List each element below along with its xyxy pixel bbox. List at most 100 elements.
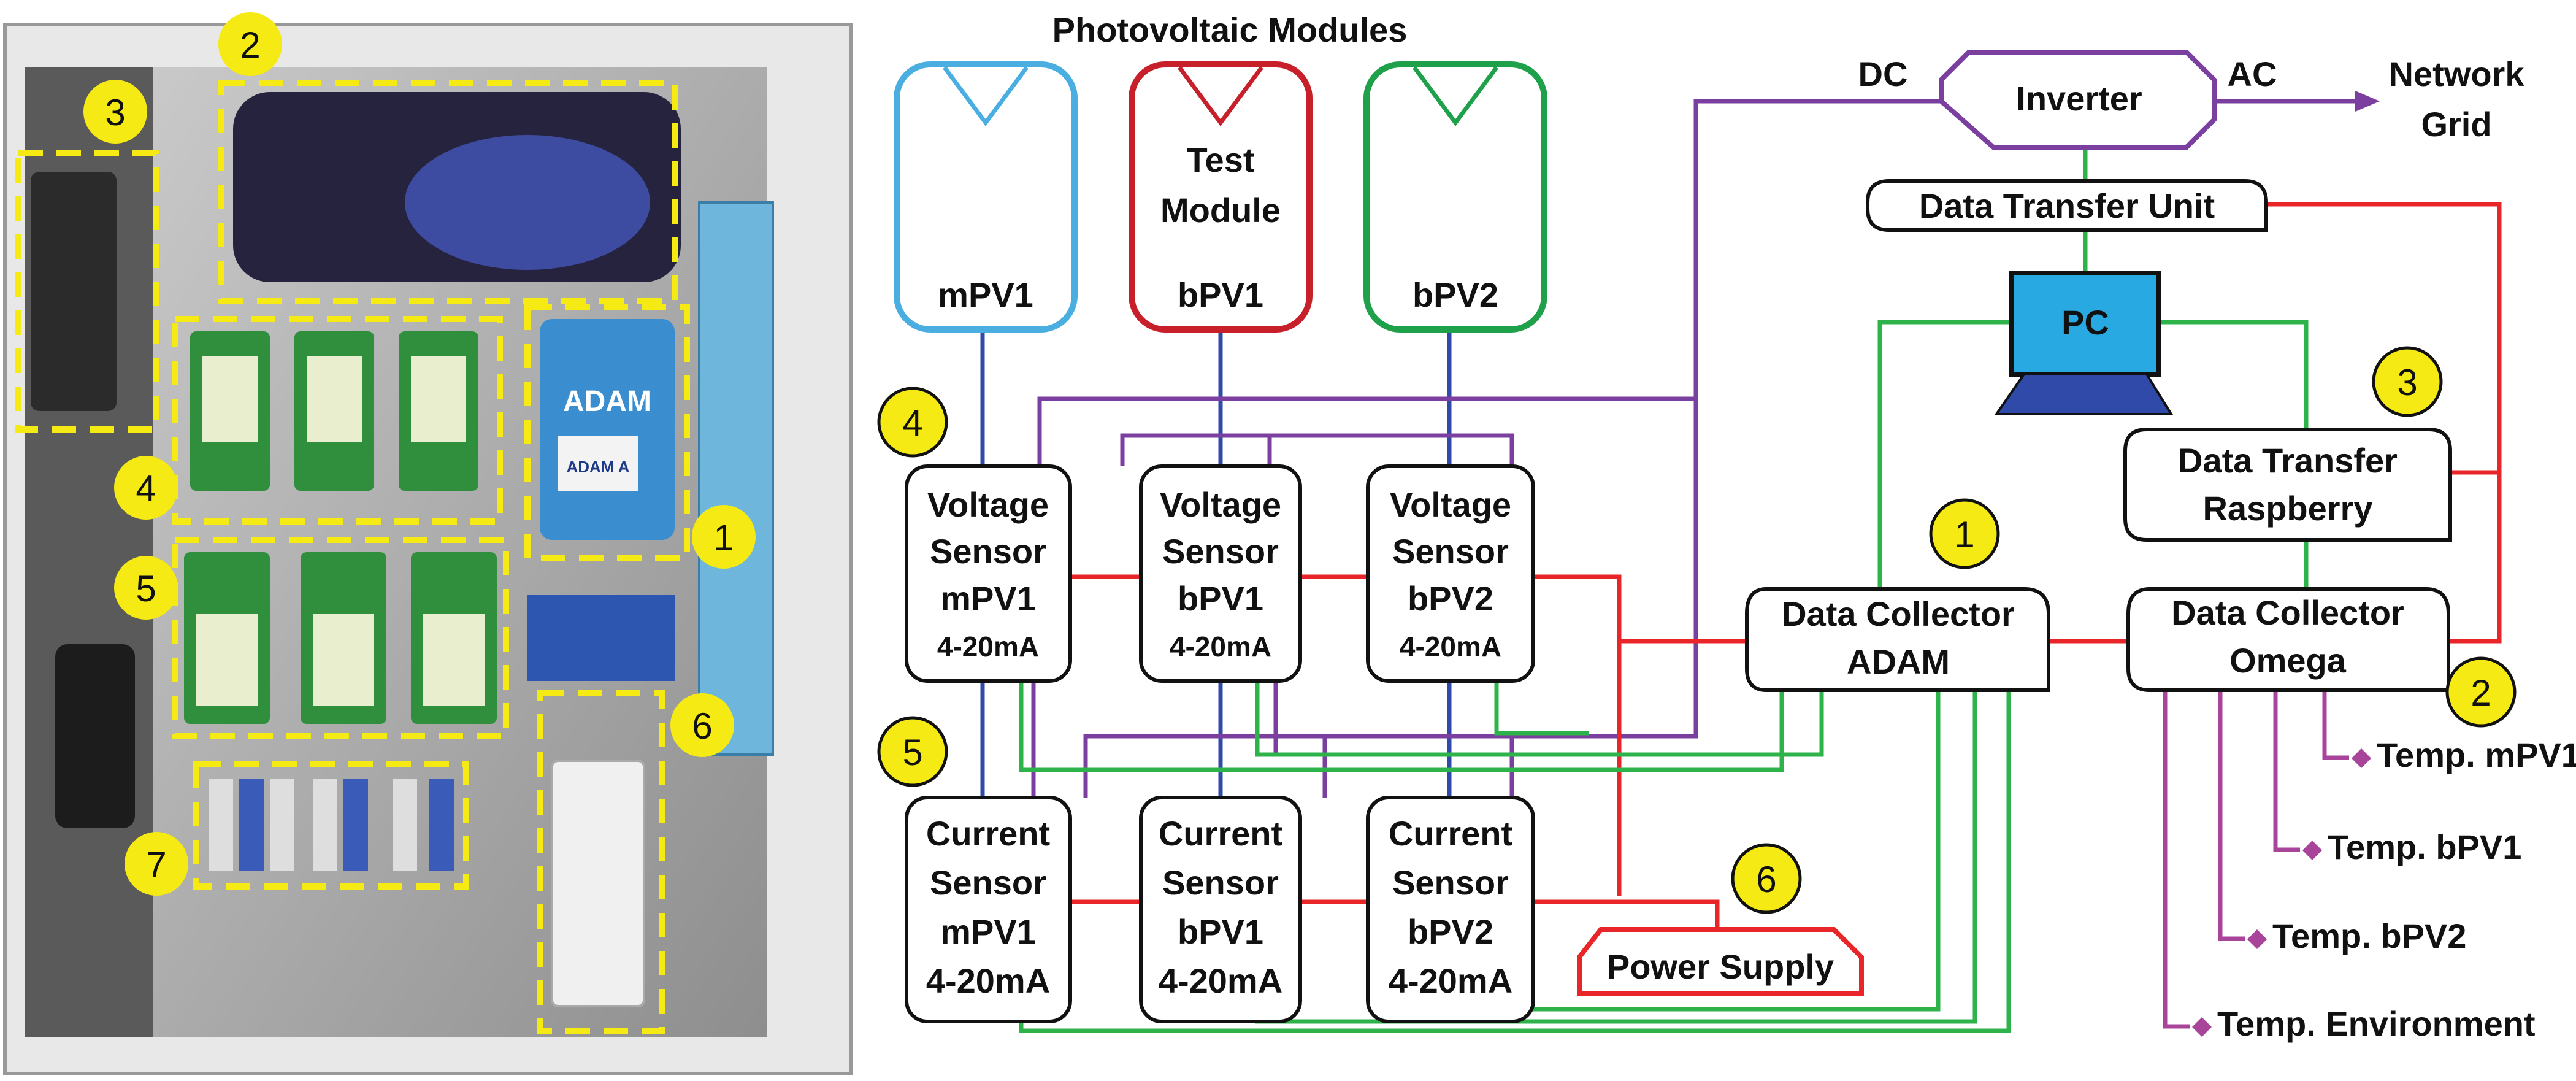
temp-label-bpv1: Temp. bPV1	[2328, 828, 2521, 866]
diagram-title: Photovoltaic Modules	[1052, 10, 1408, 49]
current-sensor-bpv1: Current Sensor bPV1 4-20mA	[1139, 796, 1302, 1023]
svg-text:Voltage: Voltage	[1160, 485, 1281, 524]
svg-text:Sensor: Sensor	[1392, 532, 1509, 571]
sensor-signal-bus	[1070, 202, 2502, 929]
highlight-box-1	[524, 304, 690, 561]
highlight-box-6	[537, 690, 665, 1034]
svg-text:5: 5	[902, 732, 922, 773]
terminal-block	[527, 595, 675, 681]
voltage-sensor-bpv2: Voltage Sensor bPV2 4-20mA	[1366, 464, 1535, 683]
system-diagram: Photovoltaic Modules mPV1 Test Module bP…	[859, 0, 2576, 1078]
data-collector-adam: Data Collector ADAM	[1745, 587, 2050, 692]
data-transfer-unit: Data Transfer Unit	[1866, 179, 2268, 232]
svg-text:3: 3	[2397, 362, 2417, 403]
svg-text:Sensor: Sensor	[1392, 863, 1509, 902]
cabinet-photo: ADAM ADAM A 1	[0, 0, 859, 1078]
highlight-box-2	[218, 80, 678, 304]
network-grid-line2: Grid	[2421, 105, 2491, 144]
svg-text:1: 1	[1954, 514, 1974, 555]
photo-badge-7: 7	[125, 832, 188, 896]
diagram-badge-2: 2	[2445, 656, 2517, 728]
svg-text:bPV2: bPV2	[1408, 912, 1493, 951]
svg-text:mPV1: mPV1	[940, 579, 1036, 618]
plug-adapter	[55, 644, 135, 828]
adam-handwritten-label: ADAM A	[566, 458, 629, 476]
diagram-badge-4: 4	[877, 387, 948, 458]
svg-text:Sensor: Sensor	[1162, 863, 1279, 902]
svg-text:Voltage: Voltage	[927, 485, 1049, 524]
svg-text:7: 7	[146, 844, 166, 885]
inverter-connector-plate	[405, 135, 650, 270]
svg-text:Data Collector: Data Collector	[2171, 593, 2404, 632]
din-power-supply	[551, 760, 645, 1007]
svg-text:Data Transfer Unit: Data Transfer Unit	[1919, 187, 2215, 225]
svg-text:Data Transfer: Data Transfer	[2178, 441, 2398, 480]
cabinet-illustration: ADAM ADAM A 1	[3, 12, 853, 1075]
svg-text:4-20mA: 4-20mA	[1170, 631, 1271, 663]
svg-text:6: 6	[1756, 859, 1776, 900]
current-sensor-bpv2: Current Sensor bPV2 4-20mA	[1366, 796, 1535, 1023]
diagram-badge-6: 6	[1731, 843, 1802, 914]
svg-text:Omega: Omega	[2229, 641, 2347, 680]
voltage-sensor-mpv1: Voltage Sensor mPV1 4-20mA	[905, 464, 1072, 683]
current-sensor-mpv1: Current Sensor mPV1 4-20mA	[905, 796, 1072, 1023]
svg-text:mPV1: mPV1	[940, 912, 1036, 951]
svg-text:bPV1: bPV1	[1178, 275, 1263, 314]
svg-text:6: 6	[692, 706, 712, 747]
adam-logo-text: ADAM	[563, 385, 651, 418]
temp-label-mpv1: Temp. mPV1	[2377, 736, 2576, 774]
svg-text:bPV2: bPV2	[1413, 275, 1498, 314]
svg-text:2: 2	[240, 25, 260, 66]
ac-label: AC	[2228, 55, 2277, 93]
pc-computer: PC	[1994, 271, 2174, 415]
adam-label-sticker	[558, 436, 638, 491]
dc-label: DC	[1858, 55, 1908, 93]
photo-badge-3: 3	[83, 80, 147, 144]
voltage-transducer-modules	[190, 331, 478, 491]
data-transfer-raspberry: Data Transfer Raspberry	[2123, 428, 2452, 542]
svg-text:Test: Test	[1187, 140, 1255, 179]
temperature-wires	[2163, 690, 2349, 1029]
network-grid-line1: Network	[2389, 55, 2525, 93]
svg-text:4-20mA: 4-20mA	[1389, 961, 1512, 1000]
svg-text:5: 5	[136, 568, 156, 609]
highlight-box-5	[172, 537, 509, 739]
svg-text:Voltage: Voltage	[1390, 485, 1511, 524]
svg-text:PC: PC	[2061, 303, 2109, 342]
svg-text:Sensor: Sensor	[1162, 532, 1279, 571]
svg-text:ADAM: ADAM	[1847, 642, 1950, 681]
temperature-sensor-nodes	[2192, 748, 2371, 1037]
power-supply: Power Supply	[1577, 927, 1864, 996]
data-collector-omega: Data Collector Omega	[2126, 587, 2450, 692]
svg-text:4-20mA: 4-20mA	[1159, 961, 1282, 1000]
svg-text:4-20mA: 4-20mA	[926, 961, 1050, 1000]
terminal-clamps	[209, 779, 454, 871]
svg-text:4: 4	[136, 468, 156, 509]
highlight-box-4	[172, 316, 503, 525]
current-transducer-modules	[184, 552, 497, 724]
din-rail	[698, 201, 774, 756]
svg-text:bPV2: bPV2	[1408, 579, 1493, 618]
ac-output-arrow	[2355, 91, 2380, 112]
usb-hub	[31, 172, 117, 411]
svg-text:4-20mA: 4-20mA	[937, 631, 1039, 663]
diagram-badge-5: 5	[877, 716, 948, 787]
svg-text:Current: Current	[1389, 814, 1512, 853]
svg-text:mPV1: mPV1	[938, 275, 1033, 314]
svg-text:Raspberry: Raspberry	[2202, 489, 2372, 528]
photo-badge-6: 6	[670, 693, 734, 757]
svg-text:3: 3	[105, 92, 125, 133]
adam-module	[540, 319, 675, 540]
highlight-box-7	[193, 761, 469, 890]
highlight-box-3	[15, 150, 159, 433]
highlight-boxes	[15, 80, 690, 1034]
pv-module-mpv1: mPV1	[894, 61, 1078, 333]
diagram-badge-3: 3	[2372, 346, 2443, 417]
pv-module-bpv2: bPV2	[1363, 61, 1547, 333]
svg-text:Current: Current	[926, 814, 1050, 853]
voltage-sensor-bpv1: Voltage Sensor bPV1 4-20mA	[1139, 464, 1302, 683]
svg-text:Module: Module	[1160, 191, 1281, 229]
pv-module-bpv1: Test Module bPV1	[1129, 61, 1313, 333]
svg-text:Current: Current	[1159, 814, 1282, 853]
photo-badge-1: 1	[692, 505, 756, 569]
